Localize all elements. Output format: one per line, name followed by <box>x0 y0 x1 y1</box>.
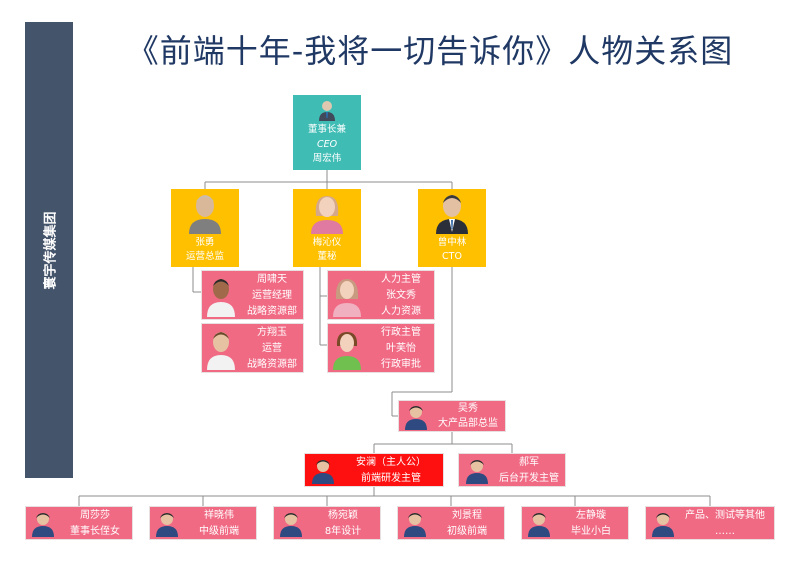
ops-staff-dept: 战略资源部 <box>247 359 297 370</box>
ops-staff-card: 方翔玉 运营 战略资源部 <box>201 323 304 373</box>
team-member-line1: 产品、测试等其他 <box>685 510 765 521</box>
backend-lead-name: 郝军 <box>519 457 539 468</box>
ops-staff-role: 运营 <box>262 343 282 354</box>
woman-avatar-icon <box>333 279 361 317</box>
sidebar-banner: 寰宇传媒集团 <box>25 22 73 478</box>
man-avatar-icon <box>207 279 235 317</box>
cto-role: CTO <box>442 251 462 262</box>
team-member-line2: …… <box>715 526 735 537</box>
admin-manager-line2: 叶芙怡 <box>386 343 416 354</box>
ceo-avatar-icon <box>319 101 335 121</box>
admin-manager-card: 行政主管 叶芙怡 行政审批 <box>327 323 435 373</box>
team-member-line2: 8年设计 <box>324 526 362 537</box>
admin-manager-line1: 行政主管 <box>381 327 421 338</box>
team-member-line2: 初级前端 <box>447 526 487 537</box>
businessman-avatar-icon <box>436 195 468 234</box>
ops-director-card: 张勇 运营总监 <box>171 189 239 267</box>
man-avatar-icon <box>207 332 235 370</box>
team-member-line1: 左静璇 <box>576 510 606 521</box>
team-member-line2: 董事长侄女 <box>70 526 120 537</box>
team-member-card: 周莎莎 董事长侄女 <box>25 506 133 540</box>
backend-lead-card: 郝军 后台开发主管 <box>458 453 566 487</box>
ceo-role: 董事长兼 <box>307 124 346 135</box>
ceo-name: 周宏伟 <box>312 153 342 164</box>
hr-manager-line3: 人力资源 <box>381 306 421 317</box>
hr-manager-card: 人力主管 张文秀 人力资源 <box>327 270 435 320</box>
cto-card: 曾中林 CTO <box>418 189 486 267</box>
cto-name: 曾中林 <box>437 237 467 248</box>
person-avatar-icon <box>404 513 426 537</box>
admin-manager-line3: 行政审批 <box>381 359 421 370</box>
ops-manager-card: 周啸天 运营经理 战略资源部 <box>201 270 304 320</box>
ops-manager-dept: 战略资源部 <box>247 306 297 317</box>
ops-director-name: 张勇 <box>195 237 215 248</box>
page-title: 《前端十年-我将一切告诉你》人物关系图 <box>126 32 734 70</box>
secretary-card: 梅沁仪 董秘 <box>293 189 361 267</box>
ops-manager-role: 运营经理 <box>252 290 292 301</box>
ops-director-role: 运营总监 <box>185 251 224 262</box>
person-avatar-icon <box>466 460 488 484</box>
protagonist-card: 安澜（主人公） 前端研发主管 <box>304 453 444 487</box>
secretary-name: 梅沁仪 <box>312 237 342 248</box>
team-member-card: 产品、测试等其他 …… <box>645 506 775 540</box>
person-avatar-icon <box>405 406 427 430</box>
team-member-card: 左静璇 毕业小白 <box>521 506 629 540</box>
ops-staff-name: 方翔玉 <box>257 327 287 338</box>
person-avatar-icon <box>280 513 302 537</box>
team-member-line1: 祥晓伟 <box>204 510 234 521</box>
ceo-title: CEO <box>316 139 338 150</box>
person-avatar-icon <box>528 513 550 537</box>
product-director-card: 吴秀 大产品部总监 <box>398 400 506 432</box>
team-member-line2: 毕业小白 <box>571 526 611 537</box>
person-avatar-icon <box>156 513 178 537</box>
product-director-name: 吴秀 <box>458 403 478 414</box>
protagonist-name: 安澜（主人公） <box>356 457 426 468</box>
secretary-role: 董秘 <box>317 251 337 262</box>
woman-avatar-icon <box>311 196 343 234</box>
team-member-card: 刘景程 初级前端 <box>397 506 505 540</box>
hr-manager-line2: 张文秀 <box>386 290 416 301</box>
team-member-line2: 中级前端 <box>199 526 239 537</box>
old-man-avatar-icon <box>189 195 221 234</box>
hr-manager-line1: 人力主管 <box>381 274 421 285</box>
product-director-role: 大产品部总监 <box>438 418 498 429</box>
backend-lead-role: 后台开发主管 <box>499 473 559 484</box>
team-member-card: 祥晓伟 中级前端 <box>149 506 257 540</box>
team-member-line1: 周莎莎 <box>80 510 110 521</box>
person-avatar-icon <box>652 513 674 537</box>
person-avatar-icon <box>32 513 54 537</box>
team-member-card: 杨宛颖 8年设计 <box>273 506 381 540</box>
ceo-card: 董事长兼 CEO 周宏伟 <box>293 95 361 170</box>
team-member-line1: 刘景程 <box>452 510 482 521</box>
ops-manager-name: 周啸天 <box>257 274 287 285</box>
team-member-line1: 杨宛颖 <box>328 510 358 521</box>
woman-avatar-icon <box>333 332 361 370</box>
protagonist-role: 前端研发主管 <box>361 473 421 484</box>
person-avatar-icon <box>312 460 334 484</box>
